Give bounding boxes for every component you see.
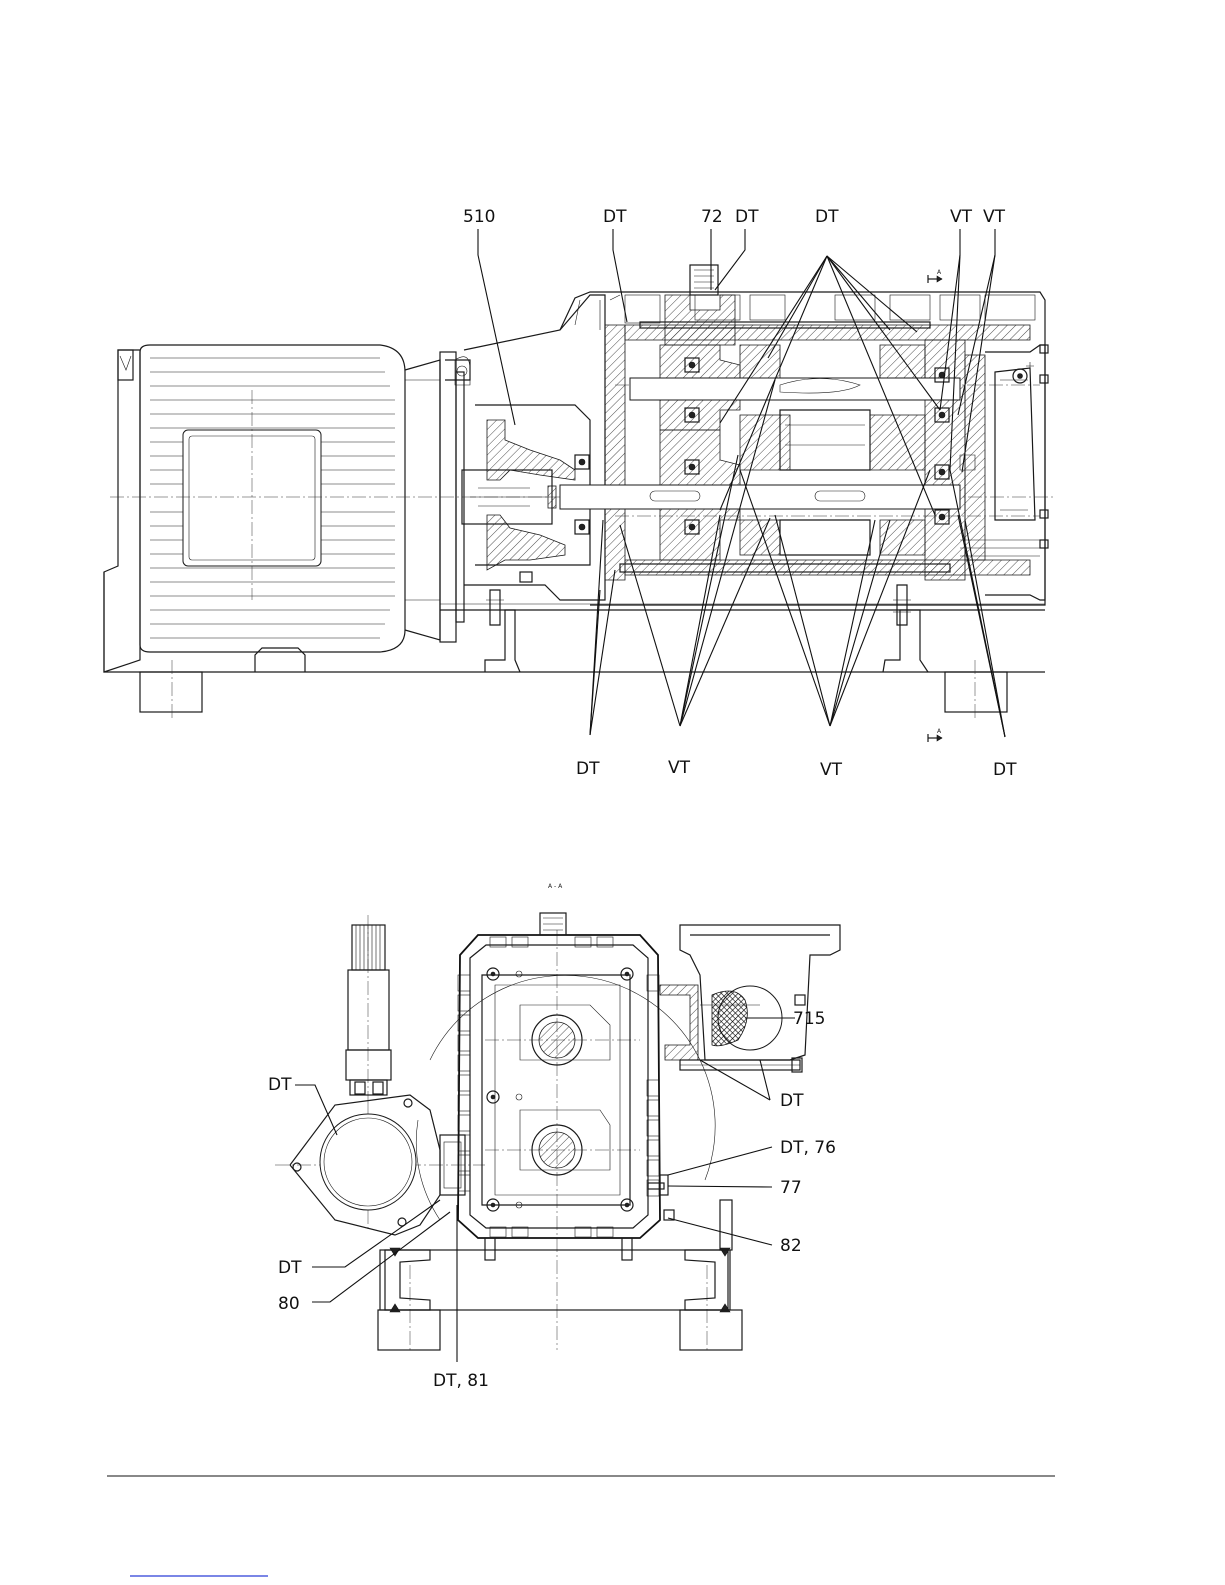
label-dt-right: DT	[780, 1091, 804, 1111]
housing-ribs	[458, 937, 659, 1237]
label-dt-bottom-1: DT	[576, 759, 600, 779]
motor-shaft-spline	[346, 915, 391, 1100]
label-vt-top-2: VT	[983, 207, 1006, 227]
cross-section-view-a-a: A - A	[268, 883, 840, 1391]
section-marker-top: A	[928, 269, 942, 283]
label-80: 80	[278, 1294, 300, 1314]
label-77: 77	[780, 1178, 802, 1198]
section-title: A - A	[548, 883, 563, 890]
label-715: 715	[793, 1009, 825, 1029]
label-510: 510	[463, 207, 495, 227]
label-82: 82	[780, 1236, 802, 1256]
label-dt-bottom-2: DT	[993, 760, 1017, 780]
coupling-housing	[445, 295, 605, 600]
label-dt-top-1: DT	[603, 207, 627, 227]
section-marker-top-label: A	[937, 269, 942, 276]
label-dt-81: DT, 81	[433, 1371, 489, 1391]
electric-motor	[118, 345, 464, 652]
label-dt-left-bottom: DT	[278, 1258, 302, 1278]
label-vt-bottom-1: VT	[668, 758, 691, 778]
label-dt-76: DT, 76	[780, 1138, 836, 1158]
section-marker-bottom-label: A	[937, 728, 942, 735]
label-dt-top-3: DT	[815, 207, 839, 227]
section-marker-bottom: A	[928, 728, 942, 742]
right-outlet-body	[660, 925, 840, 1072]
label-vt-bottom-2: VT	[820, 760, 843, 780]
label-dt-left-top: DT	[268, 1075, 292, 1095]
pump-casing	[486, 265, 1048, 625]
longitudinal-section-view: A A	[104, 207, 1055, 780]
label-dt-top-2: DT	[735, 207, 759, 227]
label-72: 72	[701, 207, 723, 227]
gear-housing	[458, 913, 660, 1238]
label-vt-top-1: VT	[950, 207, 973, 227]
